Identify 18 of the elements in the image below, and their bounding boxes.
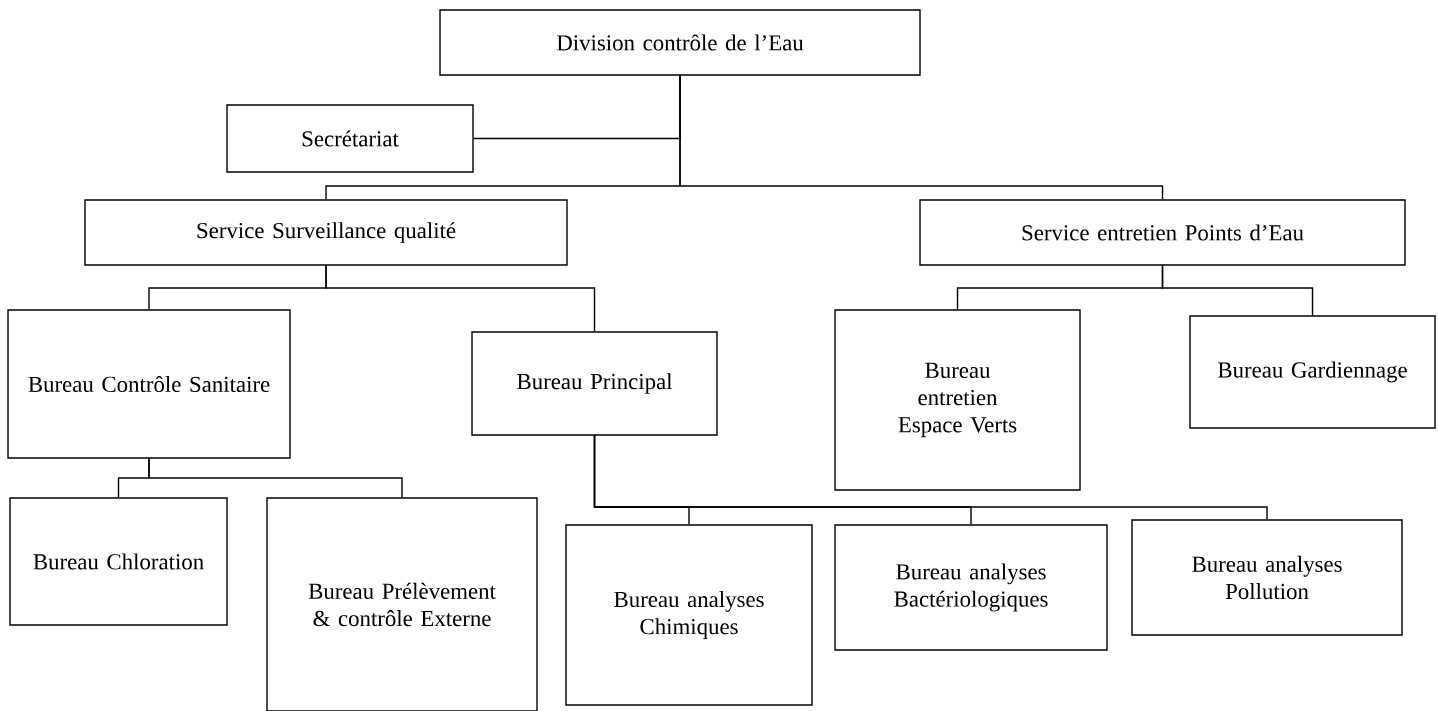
org-box: Bureau Contrôle Sanitaire [7, 309, 291, 459]
org-box: Division contrôle de l’Eau [439, 9, 921, 76]
org-box: Bureau Prélèvement & contrôle Externe [266, 497, 538, 711]
connector-line [148, 457, 403, 498]
org-box: Service entretien Points d’Eau [919, 199, 1406, 266]
connector-line [325, 264, 596, 332]
org-box: Secrétariat [226, 104, 474, 173]
connector-line [679, 74, 1164, 200]
org-box: Bureau Gardiennage [1189, 315, 1436, 429]
connector-line [593, 434, 1268, 520]
org-box: Bureau analyses Pollution [1131, 519, 1403, 636]
org-box: Bureau analyses Bactériologiques [834, 524, 1108, 651]
org-box: Service Surveillance qualité [84, 199, 568, 266]
org-box: Bureau analyses Chimiques [565, 524, 813, 706]
org-box: Bureau Principal [471, 331, 718, 436]
connector-line [1161, 264, 1314, 316]
org-box: Bureau Chloration [9, 497, 228, 626]
org-box: Bureau entretien Espace Verts [834, 309, 1081, 491]
